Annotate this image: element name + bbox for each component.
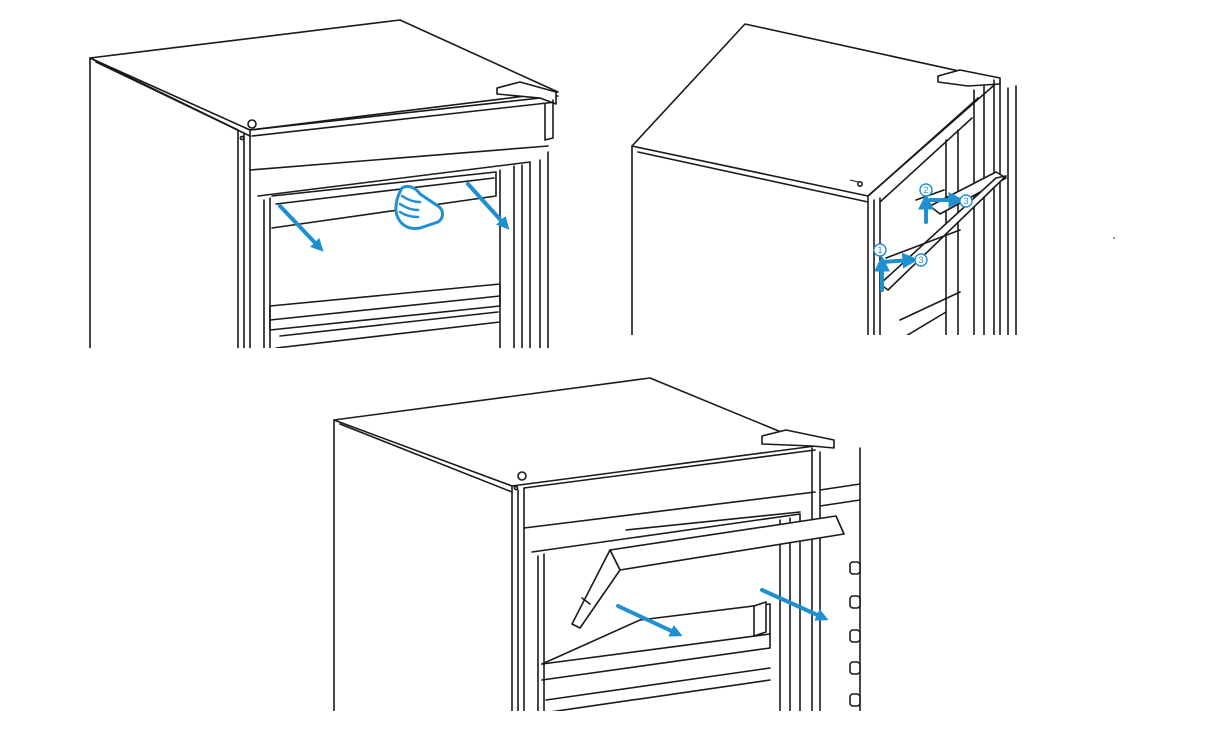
panel-2: 1 2 3 3 <box>631 23 1017 335</box>
svg-text:2: 2 <box>923 185 928 195</box>
slide-arrow-left <box>278 204 324 252</box>
svg-text:3: 3 <box>963 196 968 206</box>
slide-arrow-left <box>616 604 683 637</box>
step-marker-3-lower: 3 <box>914 253 928 267</box>
hinge-bracket <box>496 81 557 105</box>
screw-icon <box>517 471 527 481</box>
step-marker-3-upper: 3 <box>959 194 973 208</box>
panel-1 <box>89 19 559 348</box>
svg-text:3: 3 <box>918 255 923 265</box>
step-marker-2: 2 <box>919 183 933 197</box>
svg-text:1: 1 <box>877 245 882 255</box>
step-marker-1: 1 <box>873 243 887 257</box>
slide-arrow-right <box>466 182 510 230</box>
slide-arrow-right <box>760 588 829 621</box>
hand-push-icon <box>394 184 444 230</box>
panel-3 <box>333 377 861 711</box>
pull-arrow-3a <box>880 252 919 269</box>
hinge-bracket <box>761 429 835 449</box>
door-shelf-clips <box>849 561 861 707</box>
screw-icon <box>247 119 257 129</box>
